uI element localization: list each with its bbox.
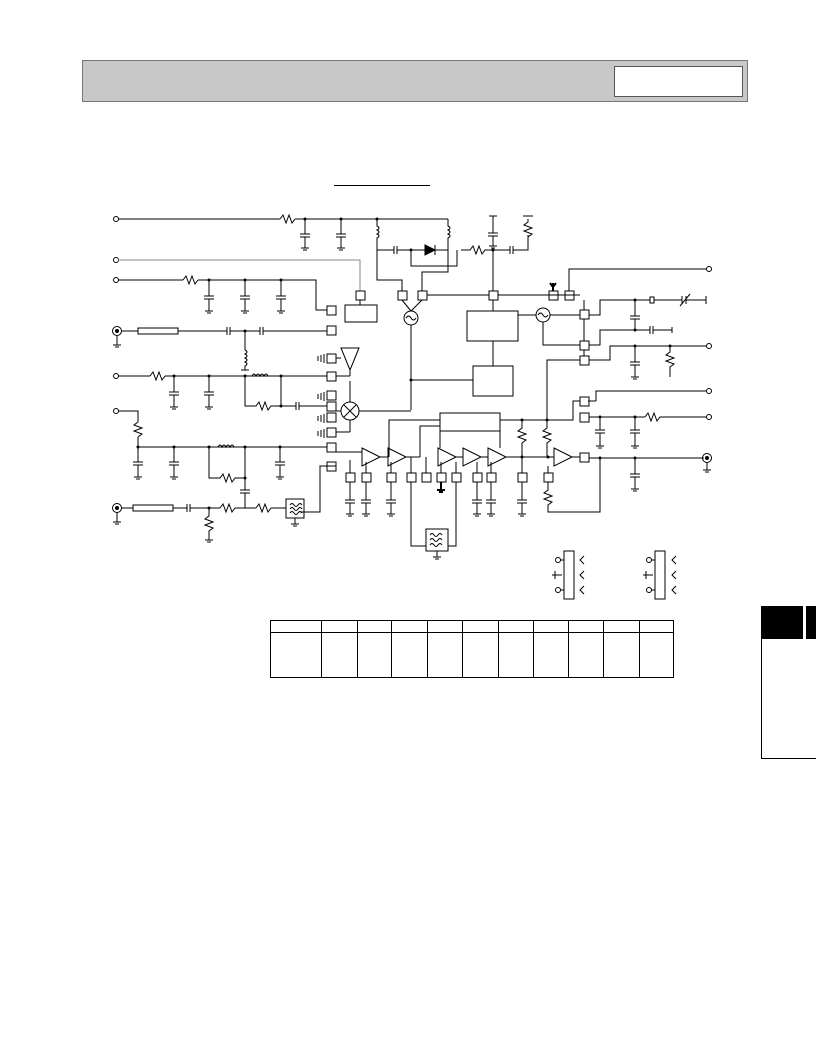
ic-bottom-pins — [345, 472, 554, 483]
filter-1 — [285, 498, 305, 527]
shunt-caps — [133, 215, 498, 480]
filter-2 — [425, 528, 449, 560]
input-line-5 — [113, 408, 327, 448]
input-line-4 — [113, 370, 327, 382]
resistors — [203, 215, 534, 543]
bottom-components — [345, 458, 601, 547]
table-header-cell — [639, 620, 674, 633]
right-circuit — [549, 266, 712, 492]
table-cell — [391, 632, 428, 678]
antenna-input-1 — [112, 326, 327, 348]
side-tab-notch — [803, 606, 806, 639]
spec-table — [270, 620, 674, 678]
junction-dots — [136, 217, 672, 510]
table-header-cell — [270, 620, 322, 633]
table-header-cell — [498, 620, 534, 633]
table-cell — [357, 632, 392, 678]
table-header-cell — [533, 620, 569, 633]
pinout-symbol-2 — [643, 550, 677, 600]
pinout-symbol-1 — [552, 550, 585, 600]
table-cell — [533, 632, 569, 678]
header-code-box — [614, 66, 743, 97]
table-header-cell — [427, 620, 463, 633]
table-cell — [568, 632, 604, 678]
antenna-input-2 — [112, 502, 286, 525]
ic-internal — [300, 250, 596, 513]
table-cell — [321, 632, 358, 678]
table-header-cell — [321, 620, 358, 633]
table-cell — [270, 632, 322, 678]
section-side-tab-label — [761, 606, 816, 639]
table-header-cell — [462, 620, 499, 633]
vco-tank — [376, 244, 458, 291]
table-cell — [427, 632, 463, 678]
table-header-cell — [568, 620, 604, 633]
table-row — [270, 632, 674, 678]
input-line-2 — [113, 257, 361, 295]
table-cell — [639, 632, 674, 678]
ic-left-pins — [326, 305, 337, 472]
table-header-cell — [357, 620, 392, 633]
table-cell — [498, 632, 534, 678]
input-line-1 — [113, 213, 448, 225]
inductors — [209, 219, 451, 449]
table-cell — [462, 632, 499, 678]
title-underline — [334, 185, 430, 186]
table-header-cell — [391, 620, 428, 633]
table-cell — [603, 632, 640, 678]
input-line-3 — [113, 274, 327, 311]
table-header-row — [270, 620, 674, 633]
table-header-cell — [603, 620, 640, 633]
